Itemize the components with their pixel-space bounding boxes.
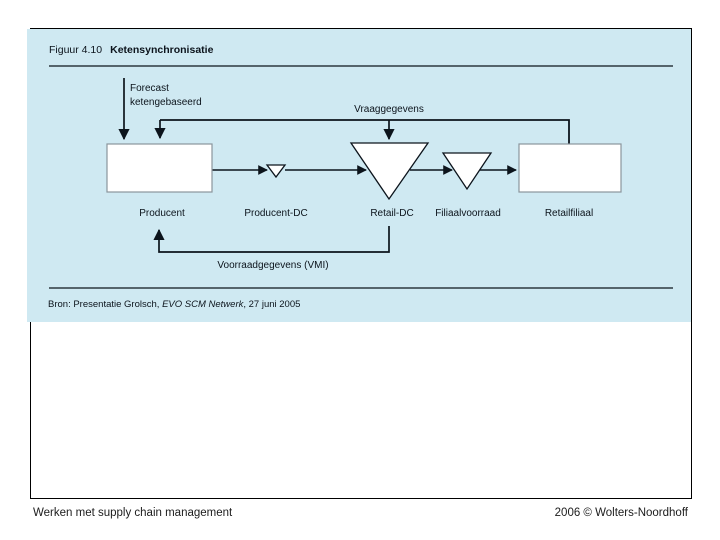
node-label-producent-dc: Producent-DC (244, 208, 307, 219)
vmi-label: Voorraadgegevens (VMI) (217, 260, 328, 271)
figure-panel: Forecast ketengebaseerd Vraaggegevens (27, 29, 691, 322)
node-label-retail-dc: Retail-DC (370, 208, 413, 219)
figure-title: Figuur 4.10 Ketensynchronisatie (49, 44, 213, 56)
figure-name: Ketensynchronisatie (110, 44, 214, 56)
source-prefix: Bron: Presentatie Grolsch, (48, 299, 163, 310)
supply-chain-diagram: Forecast ketengebaseerd Vraaggegevens (49, 65, 673, 289)
forecast-label-line1: Forecast (130, 83, 169, 94)
source-suffix: , 27 juni 2005 (243, 299, 301, 310)
node-label-retailfiliaal: Retailfiliaal (545, 208, 593, 219)
source-italic: EVO SCM Netwerk (162, 299, 244, 310)
figure-number: Figuur 4.10 (49, 44, 103, 56)
producent-box (106, 143, 213, 193)
demand-label: Vraaggegevens (354, 104, 424, 115)
retail-dc-triangle (349, 142, 430, 201)
node-label-producent: Producent (139, 208, 185, 219)
figure-source: Bron: Presentatie Grolsch, EVO SCM Netwe… (48, 299, 300, 310)
forecast-label-line2: ketengebaseerd (130, 97, 202, 108)
slide-content-frame: Forecast ketengebaseerd Vraaggegevens (27, 28, 692, 499)
node-label-filiaalvoorraad: Filiaalvoorraad (435, 208, 501, 219)
footer-book-title: Werken met supply chain management (33, 507, 233, 519)
slide-footer: Werken met supply chain management 2006 … (33, 507, 688, 519)
footer-copyright: 2006 © Wolters-Noordhoff (554, 507, 688, 519)
demand-data-line (160, 119, 570, 145)
retailfiliaal-box (518, 143, 622, 193)
producent-dc-triangle (265, 164, 287, 179)
filiaalvoorraad-triangle (441, 152, 493, 191)
vmi-line (153, 226, 390, 253)
